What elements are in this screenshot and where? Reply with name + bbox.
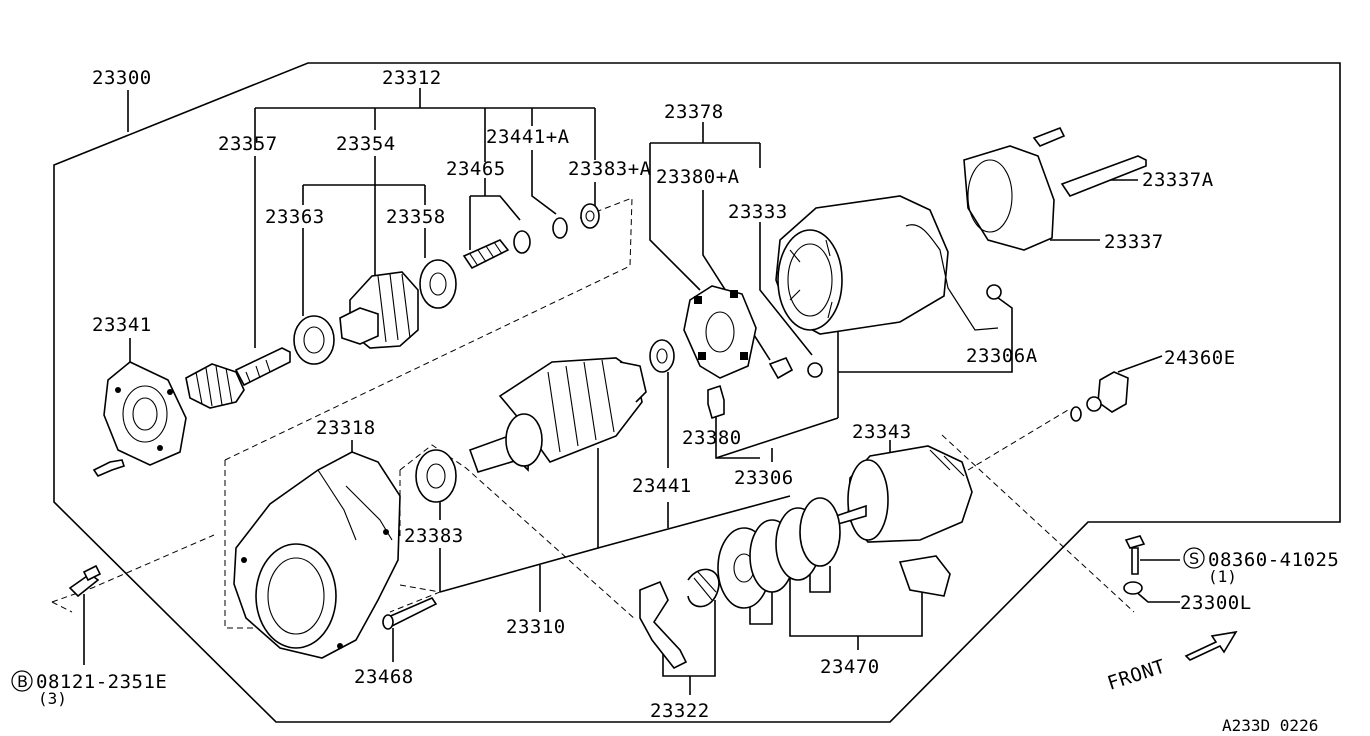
label-solenoid: 23343 bbox=[852, 421, 912, 443]
front-arrow-icon bbox=[1184, 630, 1238, 661]
screw-prefix-circle-icon bbox=[1183, 547, 1205, 569]
label-lead-wire: 23306A bbox=[966, 345, 1038, 367]
label-screw-prefix: S bbox=[1189, 549, 1199, 568]
bearing-lower-part bbox=[415, 449, 457, 503]
solenoid-part bbox=[835, 445, 973, 543]
bearing-mid-part bbox=[649, 339, 675, 373]
spring-part bbox=[462, 230, 531, 270]
label-brush: 23380 bbox=[682, 427, 742, 449]
label-lever: 23322 bbox=[650, 700, 710, 722]
screw-part bbox=[382, 596, 438, 630]
label-screw-c: 23468 bbox=[354, 666, 414, 688]
label-bolt-b-qty: (3) bbox=[38, 689, 67, 708]
label-rear-cover: 23337 bbox=[1104, 231, 1164, 253]
gear-case-part bbox=[233, 451, 401, 659]
bearing-upper-part bbox=[419, 259, 457, 309]
label-through-bolt: 23337A bbox=[1142, 169, 1214, 191]
front-plate-part bbox=[103, 361, 187, 466]
shim-stack-part bbox=[717, 497, 841, 609]
label-diagram-code: A233D 0226 bbox=[1222, 716, 1318, 735]
label-brush-holder: 23378 bbox=[664, 101, 724, 123]
rear-cover-part bbox=[963, 145, 1055, 251]
label-assembly: 23300 bbox=[92, 67, 152, 89]
label-bush-group: 23363 bbox=[265, 206, 325, 228]
label-bolt-b: 08121-2351E bbox=[36, 671, 167, 693]
label-gear-case: 23318 bbox=[316, 417, 376, 439]
bush-part bbox=[293, 315, 335, 365]
terminal-cover-part bbox=[1070, 371, 1129, 422]
label-terminal-cover: 24360E bbox=[1164, 347, 1236, 369]
label-armature: 23310 bbox=[506, 616, 566, 638]
label-screw-a: 08360-41025 bbox=[1208, 549, 1339, 571]
brush-part bbox=[707, 356, 823, 420]
gear-part bbox=[339, 271, 419, 349]
bolt-prefix-circle-icon bbox=[11, 670, 33, 692]
label-washer: 23300L bbox=[1180, 592, 1252, 614]
label-bearing-d: 23383 bbox=[404, 525, 464, 547]
label-clutch: 23357 bbox=[218, 133, 278, 155]
label-front-mark: FRONT bbox=[1105, 655, 1169, 694]
side-screw-part bbox=[1123, 535, 1146, 595]
label-brush-kit: 23380+A bbox=[656, 166, 740, 188]
retainer-rings-part bbox=[552, 203, 600, 239]
assembly-outline bbox=[53, 62, 1341, 723]
shift-lever-part bbox=[639, 568, 720, 670]
spacer-block-part bbox=[898, 555, 951, 597]
label-bearing-a: 23383+A bbox=[568, 158, 652, 180]
brush-holder-part bbox=[683, 285, 757, 379]
label-bolt-prefix: B bbox=[17, 672, 28, 691]
label-yoke: 23333 bbox=[728, 201, 788, 223]
label-shim-kit: 23470 bbox=[820, 656, 880, 678]
yoke-part bbox=[775, 195, 1002, 335]
label-front-plate: 23341 bbox=[92, 314, 152, 336]
armature-part bbox=[468, 357, 647, 473]
label-bearing-c: 23441 bbox=[632, 475, 692, 497]
label-spring: 23465 bbox=[446, 158, 506, 180]
label-screw-a-qty: (1) bbox=[1208, 567, 1237, 586]
hex-bolt-part bbox=[68, 564, 102, 598]
through-bolt-part bbox=[1032, 126, 1147, 197]
pinion-clutch-part bbox=[185, 347, 291, 409]
small-bolt-part bbox=[92, 459, 126, 477]
label-bearing-b: 23358 bbox=[386, 206, 446, 228]
label-gear: 23354 bbox=[336, 133, 396, 155]
label-yoke-assy: 23306 bbox=[734, 467, 794, 489]
label-spring-kit: 23441+A bbox=[486, 126, 570, 148]
label-armature-group: 23312 bbox=[382, 67, 442, 89]
